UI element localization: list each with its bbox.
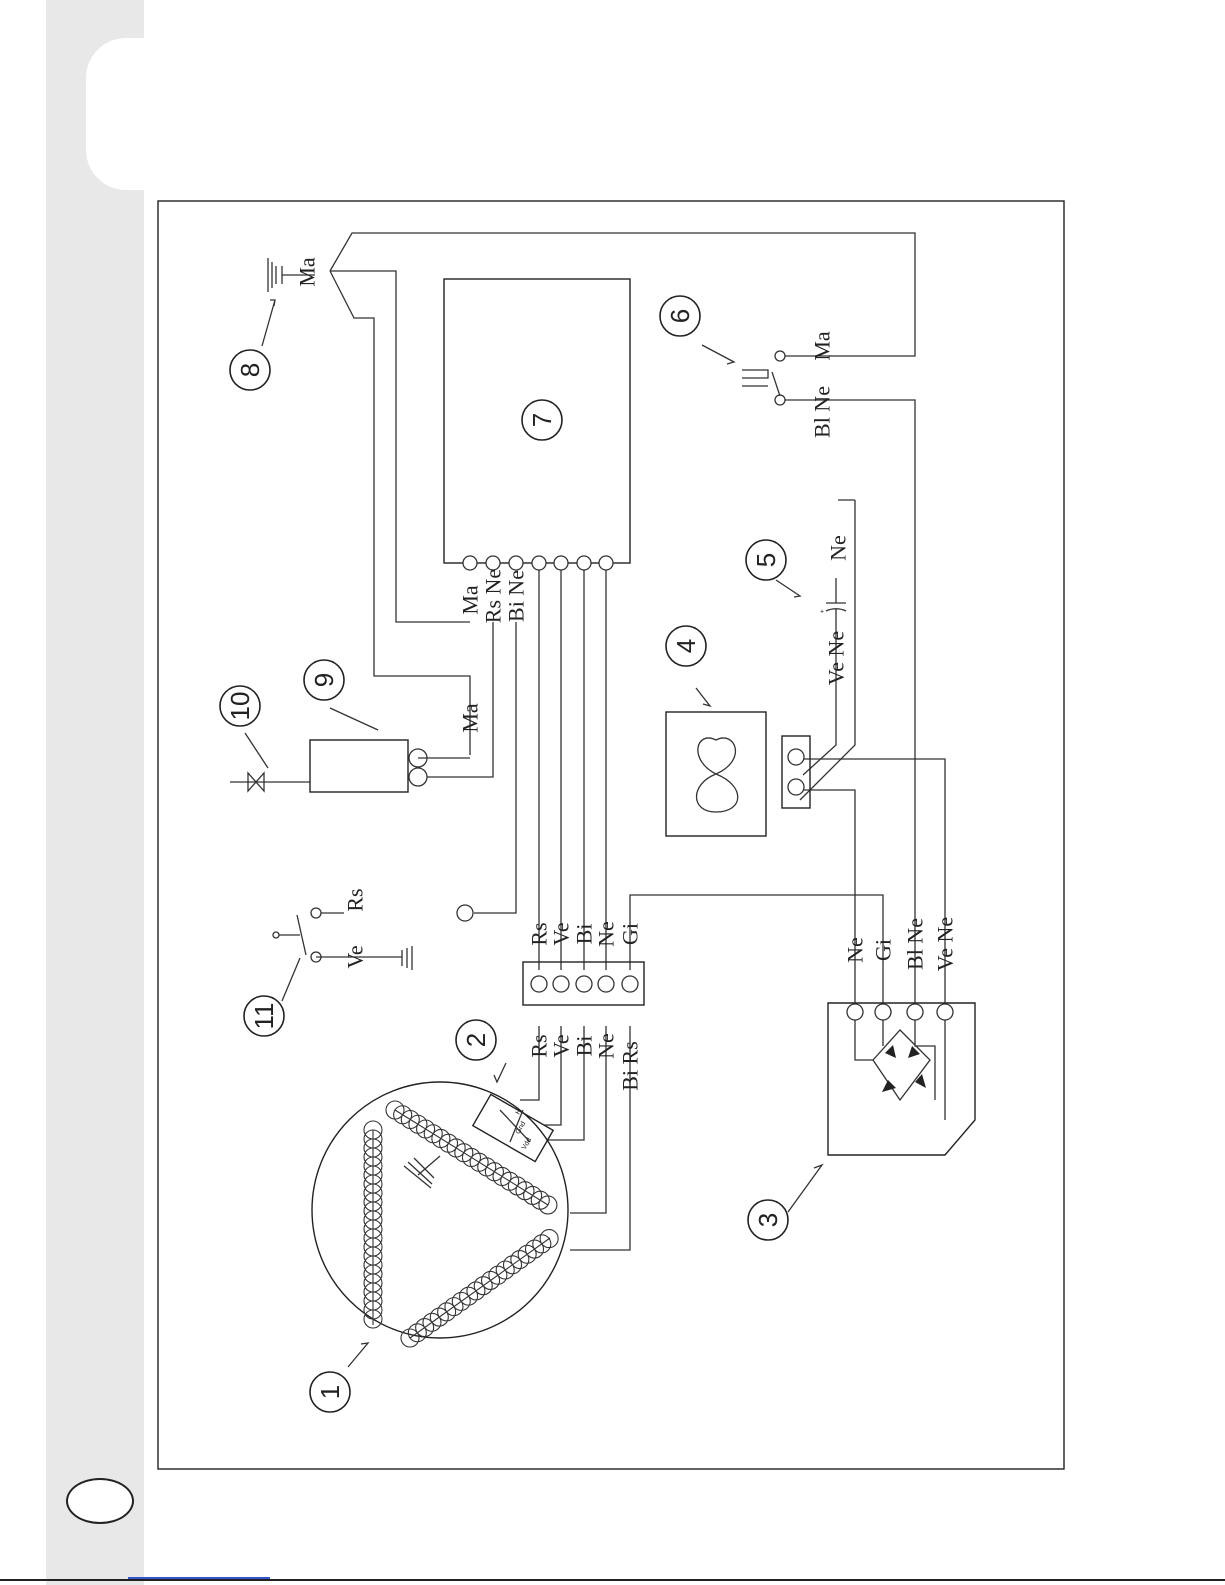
fan-icon [697,738,738,812]
callout-5: 5 [746,540,786,580]
capacitor-icon [826,578,846,636]
label-sensor-gnd: Gnd [515,1120,528,1135]
label-switch11-ve: Ve [343,945,368,968]
svg-text:8: 8 [235,363,265,377]
label-in-ve: Ve [549,1034,574,1057]
label-box7-rsne: Rs Ne [481,569,506,623]
diode-icon [873,1030,930,1100]
callout-arrow-2 [494,1063,506,1082]
label-sensor-h: H [515,1108,524,1116]
callout-arrow-6 [702,345,734,364]
label-sensor-vdd: Vdd [521,1137,533,1151]
label-in-ne: Ne [594,1033,619,1059]
callout-2: 2 [456,1020,496,1060]
svg-text:5: 5 [751,553,781,567]
label-cap5-vene: Ve Ne [824,631,849,685]
label-switch6-ma: Ma [810,331,835,361]
label-switch11-rs: Rs [343,888,368,911]
callout-arrow-10 [245,733,268,768]
callout-10: 10 [220,686,260,726]
label-bridge-blne: Bl Ne [903,918,928,970]
callout-numbers: 1 2 3 4 5 6 7 8 9 10 11 [220,296,788,1412]
diagram-frame [158,201,1064,1469]
label-comp9-ma: Ma [458,703,483,733]
callout-8: 8 [230,350,270,390]
svg-text:9: 9 [309,673,339,687]
callout-arrow-8 [262,300,275,346]
callout-arrow-4 [696,688,710,706]
wires [330,233,945,1250]
label-out-ne: Ne [594,921,619,947]
motor-ground-icon [404,1156,440,1188]
svg-text:1: 1 [315,1385,345,1399]
control-board-7-terminals [463,556,613,570]
svg-text:2: 2 [461,1033,491,1047]
motor-1 [312,1082,568,1338]
callout-11: 11 [244,996,284,1036]
label-ground-ma: Ma [295,257,320,287]
label-bridge-ne: Ne [843,937,868,963]
label-in-birs: Bi Rs [618,1041,643,1091]
rectifier-3 [828,1003,975,1155]
svg-text:10: 10 [225,692,255,721]
callout-arrow-11 [282,958,300,1001]
switch-icon [273,905,473,970]
callout-arrow-1 [348,1343,368,1367]
label-box7-ma: Ma [458,585,483,615]
label-out-gi: Gi [618,923,643,945]
callout-7: 7 [522,400,562,440]
callout-9: 9 [304,660,344,700]
svg-text:3: 3 [753,1213,783,1227]
label-bridge-gi: Gi [871,939,896,961]
callout-3: 3 [748,1200,788,1240]
callout-6: 6 [660,296,700,336]
svg-text:4: 4 [671,639,701,653]
terminal-block-screws [531,976,638,992]
svg-text:6: 6 [665,309,695,323]
component-9-body [310,740,408,792]
label-box7-bine: Bi Ne [504,570,529,622]
svg-text:11: 11 [249,1003,279,1030]
callout-arrow-9 [330,708,378,730]
label-bridge-vene: Ve Ne [933,917,958,971]
label-cap5-plus: + [820,609,824,616]
callout-arrow-5 [776,580,800,597]
rectifier-terminals [847,1004,953,1020]
label-switch6-blne: Bl Ne [810,386,835,438]
callout-1: 1 [310,1372,350,1412]
callout-arrow-3 [788,1165,822,1212]
svg-text:7: 7 [527,413,557,427]
callout-4: 4 [666,626,706,666]
label-out-ve: Ve [549,922,574,945]
label-cap5-ne: Ne [826,535,851,561]
